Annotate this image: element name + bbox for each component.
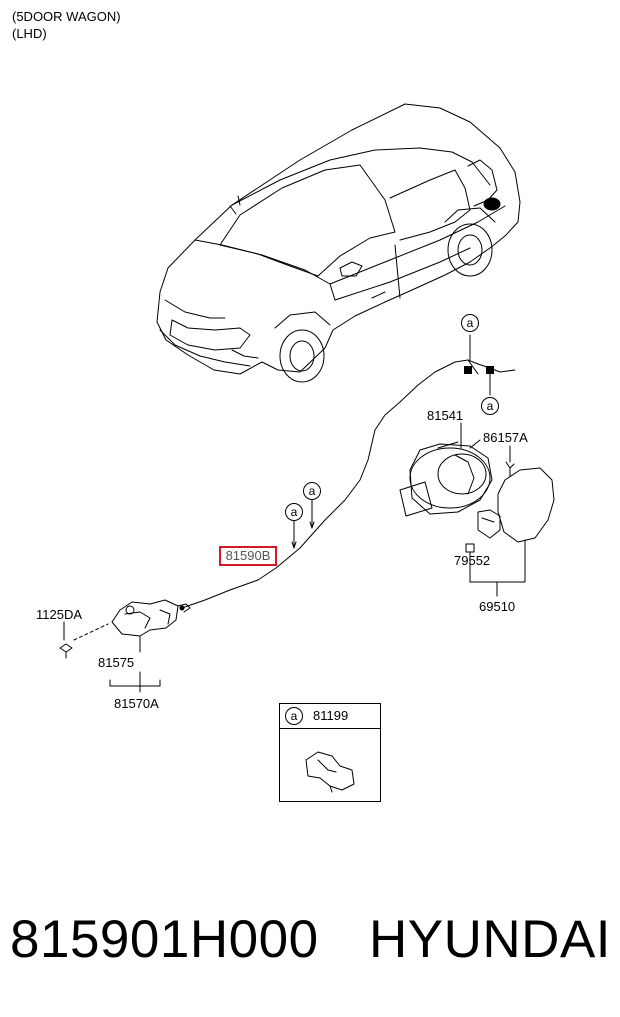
diagram-header-model: (5DOOR WAGON) <box>12 9 121 24</box>
callout-a-top: a <box>461 314 479 332</box>
part-label-81590B-highlighted[interactable]: 81590B <box>219 546 277 566</box>
callout-a-right: a <box>481 397 499 415</box>
legend-part-number: 81199 <box>313 708 349 723</box>
diagram-header-drive: (LHD) <box>12 26 47 41</box>
part-label-69510: 69510 <box>479 599 516 614</box>
footer-brand: HYUNDAI <box>369 910 612 969</box>
part-label-79552: 79552 <box>454 553 491 568</box>
fuel-door-illustration <box>477 467 555 543</box>
legend-letter: a <box>285 707 303 725</box>
callout-a-cable-lower: a <box>285 503 303 521</box>
fuel-filler-housing-illustration <box>399 439 493 517</box>
part-label-86157A: 86157A <box>483 430 528 445</box>
fuel-door-cable <box>181 334 516 609</box>
callout-a-cable-upper: a <box>303 482 321 500</box>
part-label-81575: 81575 <box>98 655 135 670</box>
car-illustration <box>156 103 521 383</box>
footer-part-number: 815901H000 <box>10 910 319 969</box>
part-label-81570A: 81570A <box>114 696 159 711</box>
legend-header: a 81199 <box>280 704 380 729</box>
clip-81199-illustration <box>305 751 355 793</box>
screw-86157A-illustration <box>505 461 515 477</box>
clip-79552-illustration <box>465 543 475 553</box>
part-label-81541: 81541 <box>427 408 464 423</box>
legend-box: a 81199 <box>279 703 381 802</box>
part-label-1125DA: 1125DA <box>36 607 83 622</box>
fuel-door-actuator-illustration <box>59 599 191 659</box>
